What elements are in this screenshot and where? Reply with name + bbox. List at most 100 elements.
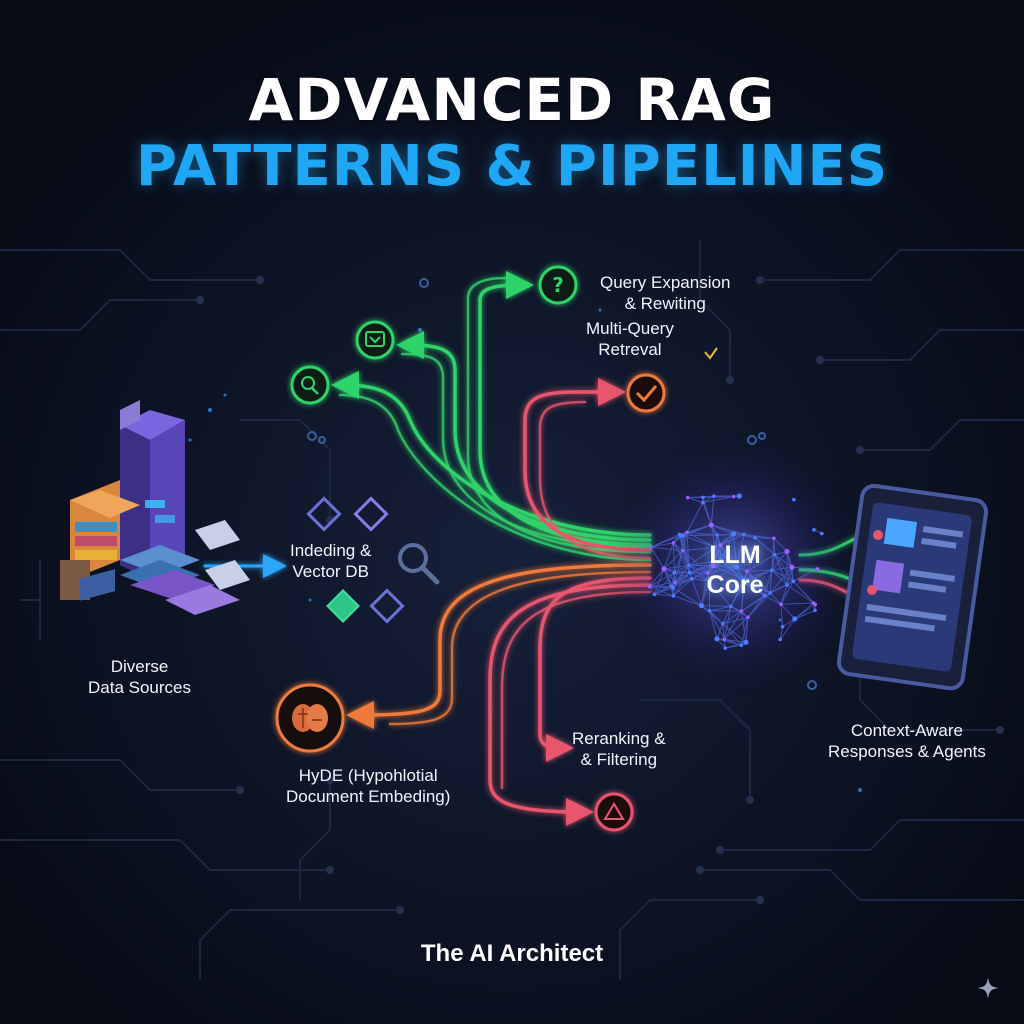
network-link bbox=[712, 547, 716, 566]
network-node bbox=[813, 602, 818, 607]
network-link bbox=[779, 618, 796, 640]
network-link bbox=[710, 524, 716, 548]
brain-icon[interactable] bbox=[275, 683, 345, 753]
network-node bbox=[733, 564, 740, 570]
network-node bbox=[652, 592, 657, 597]
llm-core-label-line1: LLM bbox=[709, 541, 761, 569]
network-link bbox=[771, 566, 792, 571]
label-indexing-line2: Vector DB bbox=[292, 562, 369, 581]
network-link bbox=[708, 580, 732, 607]
network-link bbox=[722, 623, 747, 643]
orange-path-hyde bbox=[346, 563, 652, 729]
network-node bbox=[729, 604, 733, 609]
network-node bbox=[680, 548, 685, 553]
network-node bbox=[715, 533, 720, 537]
network-link bbox=[716, 534, 722, 561]
network-link bbox=[709, 610, 718, 639]
title-line-2: PATTERNS & PIPELINES bbox=[135, 134, 889, 199]
network-node bbox=[739, 643, 744, 647]
network-node bbox=[720, 621, 725, 626]
network-node bbox=[701, 500, 705, 505]
network-link bbox=[720, 544, 737, 568]
network-link bbox=[794, 604, 816, 620]
network-link bbox=[701, 580, 710, 606]
network-link bbox=[701, 605, 731, 607]
network-node bbox=[690, 577, 694, 581]
network-node bbox=[713, 545, 717, 550]
network-link bbox=[769, 592, 782, 605]
network-link bbox=[740, 611, 747, 643]
decorative-glyphs bbox=[307, 278, 817, 690]
network-node bbox=[819, 531, 824, 536]
network-link bbox=[740, 579, 745, 612]
network-link bbox=[649, 586, 674, 597]
network-link bbox=[673, 542, 684, 552]
network-link bbox=[650, 546, 665, 570]
label-hyde: HyDE (Hypohlotial Document Embeding) bbox=[286, 765, 450, 807]
network-node bbox=[708, 522, 714, 528]
network-node bbox=[745, 569, 749, 573]
network-link bbox=[791, 566, 818, 570]
network-link bbox=[793, 568, 818, 582]
filter-icon[interactable] bbox=[594, 792, 634, 832]
network-link bbox=[720, 560, 745, 580]
network-link bbox=[707, 547, 716, 574]
network-link bbox=[687, 497, 704, 504]
label-hyde-line1: HyDE (Hypohlotial bbox=[298, 766, 438, 785]
network-link bbox=[714, 546, 737, 568]
network-node bbox=[706, 571, 710, 575]
network-link bbox=[746, 569, 772, 572]
network-link bbox=[650, 546, 683, 552]
network-link bbox=[771, 569, 788, 586]
network-node bbox=[673, 580, 677, 585]
label-multi-query: Multi-Query Retreval bbox=[586, 318, 674, 360]
network-node bbox=[722, 637, 727, 642]
network-link bbox=[720, 560, 737, 568]
vector-db-diamonds bbox=[306, 496, 405, 624]
network-node bbox=[762, 593, 767, 598]
network-link bbox=[780, 584, 788, 605]
network-node bbox=[730, 531, 737, 537]
network-node bbox=[815, 567, 820, 571]
network-link bbox=[683, 535, 716, 548]
label-responses-line1: Context-Aware bbox=[850, 721, 963, 740]
network-link bbox=[743, 533, 774, 539]
network-link bbox=[741, 595, 765, 612]
network-node bbox=[701, 495, 705, 500]
check-icon[interactable] bbox=[626, 373, 666, 413]
network-link bbox=[649, 568, 665, 587]
magnifier-icon bbox=[398, 543, 440, 585]
network-node bbox=[714, 636, 720, 642]
network-link bbox=[743, 533, 756, 539]
network-node bbox=[718, 557, 724, 564]
sparkle-icon bbox=[977, 977, 999, 999]
network-link bbox=[687, 495, 714, 499]
network-node bbox=[671, 585, 675, 590]
svg-text:?: ? bbox=[552, 273, 564, 297]
network-link bbox=[708, 565, 714, 582]
network-link bbox=[682, 550, 691, 573]
llm-core-label: LLM Core bbox=[660, 540, 810, 600]
red-path-multi-query bbox=[523, 378, 652, 552]
label-responses: Context-Aware Responses & Agents bbox=[828, 720, 986, 762]
label-indexing: Indeding & Vector DB bbox=[290, 540, 371, 582]
network-link bbox=[688, 546, 716, 566]
network-link bbox=[764, 595, 782, 605]
network-link bbox=[709, 605, 732, 612]
label-reranking: Reranking & & Filtering bbox=[572, 728, 666, 770]
network-link bbox=[769, 570, 773, 594]
document-icon[interactable] bbox=[355, 320, 395, 360]
question-icon[interactable]: ? bbox=[538, 265, 578, 305]
network-link bbox=[723, 610, 742, 640]
search-node-icon[interactable] bbox=[290, 365, 330, 405]
network-link bbox=[794, 609, 816, 620]
network-node bbox=[698, 603, 705, 609]
network-link bbox=[786, 584, 814, 604]
network-link bbox=[792, 580, 816, 605]
network-link bbox=[771, 538, 775, 571]
network-link bbox=[764, 569, 773, 596]
network-node bbox=[785, 583, 789, 587]
network-node bbox=[710, 563, 716, 569]
network-link bbox=[663, 568, 690, 574]
network-link bbox=[674, 550, 684, 583]
